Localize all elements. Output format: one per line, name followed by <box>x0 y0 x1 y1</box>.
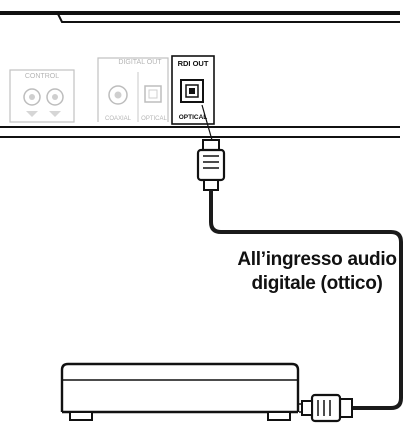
source-device-top <box>0 11 400 23</box>
optical-plug-bottom <box>299 393 353 423</box>
input-callout: All’ingresso audio digitale (ottico) <box>228 248 406 296</box>
digital-out-label: DIGITAL OUT <box>118 59 162 66</box>
coaxial-jack <box>108 85 128 105</box>
connector-pointer <box>201 104 213 141</box>
optical-label: OPTICAL <box>179 114 208 121</box>
optical-jack-faded <box>144 85 162 103</box>
control-section: CONTROL <box>9 69 75 123</box>
control-label: CONTROL <box>25 73 59 80</box>
rdi-out-section: RDI OUT OPTICAL <box>171 55 215 125</box>
optical-plug-top <box>196 139 226 191</box>
rdi-out-label: RDI OUT <box>178 59 209 68</box>
digital-out-section: DIGITAL OUT COAXIAL OPTICAL <box>97 57 169 122</box>
coaxial-label: COAXIAL <box>105 116 132 122</box>
callout-line-1: All’ingresso audio <box>237 249 397 270</box>
callout-line-2: digitale (ottico) <box>251 273 383 294</box>
audio-receiver <box>60 362 300 421</box>
control-jack-1 <box>23 88 41 106</box>
optical-small-label: OPTICAL <box>141 116 167 122</box>
control-jack-2 <box>46 88 64 106</box>
rear-panel <box>0 126 400 138</box>
optical-cable <box>209 190 403 410</box>
